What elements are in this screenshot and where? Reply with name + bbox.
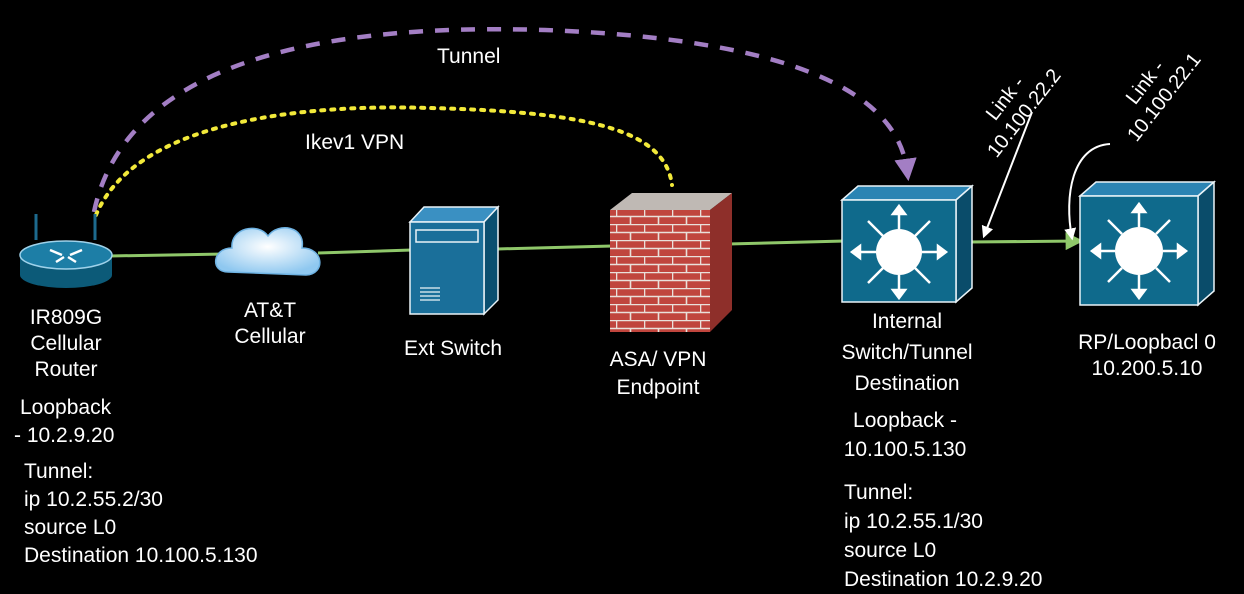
link2-pointer-arrow xyxy=(1064,143,1111,241)
ext-switch-icon xyxy=(408,205,500,316)
physical-links xyxy=(109,232,1084,258)
internal-switch-icon xyxy=(840,184,974,304)
router-tunnel-config: Tunnel: ip 10.2.55.2/30 source L0 Destin… xyxy=(24,460,258,567)
rp-loopback-label: RP/Loopbacl 0 10.200.5.10 xyxy=(1078,331,1216,380)
internal-loopback-label: Loopback - 10.100.5.130 xyxy=(843,409,967,461)
router-icon xyxy=(19,214,113,288)
internal-tunnel-config: Tunnel: ip 10.2.55.1/30 source L0 Destin… xyxy=(844,481,1043,591)
ikev1-vpn-arc xyxy=(94,105,674,217)
rp-switch-icon xyxy=(1078,180,1216,307)
firewall-icon xyxy=(610,193,732,332)
cloud-icon xyxy=(215,227,321,276)
ikev1-vpn-label: Ikev1 VPN xyxy=(305,131,405,154)
router-loopback-label: Loopback - 10.2.9.20 xyxy=(14,396,115,447)
link1-pointer-arrow xyxy=(981,111,1033,239)
router-name-label: IR809G Cellular Router xyxy=(29,306,103,381)
asa-label: ASA/ VPN Endpoint xyxy=(609,348,707,399)
ext-switch-label: Ext Switch xyxy=(403,337,503,360)
tunnel-arc xyxy=(91,27,917,213)
cloud-label: AT&T Cellular xyxy=(234,299,306,348)
tunnel-label: Tunnel xyxy=(437,45,501,68)
internal-switch-label: Internal Switch/Tunnel Destination xyxy=(841,310,973,395)
